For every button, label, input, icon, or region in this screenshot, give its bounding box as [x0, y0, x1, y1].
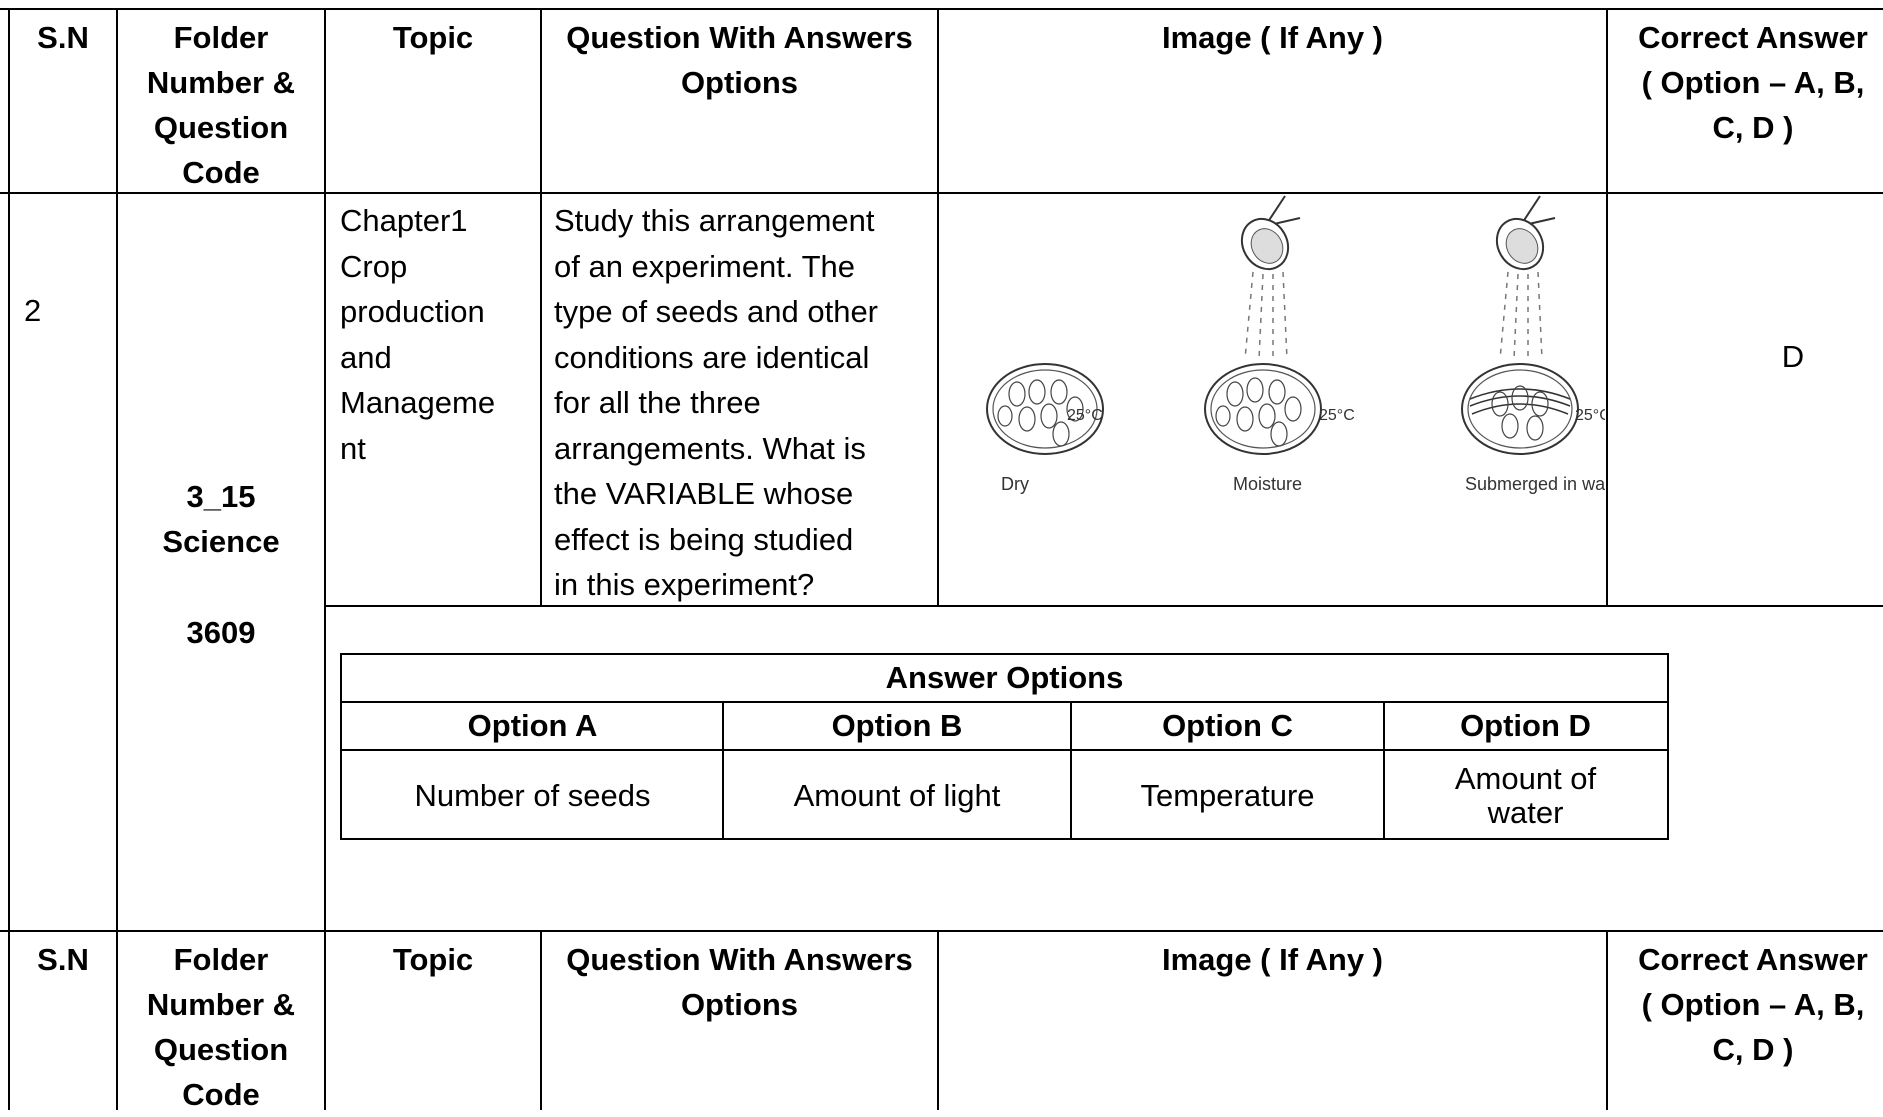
answer-options-table: Answer Options Option A Option B Option … — [340, 653, 1669, 840]
dry-label: Dry — [1001, 474, 1029, 494]
shower-head-icon — [1240, 195, 1301, 271]
question-line: effect is being studied — [554, 521, 854, 557]
header-folder-line: Folder — [173, 20, 269, 55]
option-c-value: Temperature — [1140, 777, 1315, 813]
question-line: Study this arrangement — [554, 203, 875, 238]
header-question: Question With Answers Options — [542, 15, 937, 105]
moisture-dish — [1204, 363, 1322, 455]
answer-options-value-row: Number of seeds Amount of light Temperat… — [342, 751, 1667, 840]
topic-line: production — [340, 294, 485, 329]
folder-subject: Science — [162, 524, 280, 559]
question-line: arrangements. What is — [554, 430, 866, 466]
water-spray — [1499, 271, 1543, 360]
table-top-border — [0, 8, 1883, 10]
topic-line: and — [340, 339, 392, 375]
header-image: Image ( If Any ) — [1161, 20, 1384, 55]
header-folder-line: Number & — [146, 65, 296, 100]
header-folder: Folder Number & Question Code — [118, 937, 324, 1117]
header-topic: Topic — [392, 20, 474, 55]
header-correct-line: ( Option – A, B, — [1641, 65, 1865, 100]
header-sn: S.N — [37, 942, 89, 977]
question-line: of an experiment. The — [554, 248, 855, 284]
header-folder-line: Code — [182, 155, 260, 190]
question-line: the VARIABLE whose — [554, 476, 854, 511]
answer-options-title-row: Answer Options — [342, 655, 1667, 701]
col-divider-folder — [324, 8, 326, 1110]
submerged-dish — [1461, 363, 1579, 455]
col-divider-image-top — [1606, 8, 1608, 607]
moisture-label: Moisture — [1233, 474, 1302, 494]
question-row-bottom-border — [325, 605, 1883, 607]
header-bottom-border — [0, 192, 1883, 194]
header-folder-line: Folder — [173, 942, 269, 977]
option-d-header: Option D — [1460, 708, 1591, 743]
option-a-value: Number of seeds — [414, 777, 651, 813]
header-topic: Topic — [392, 942, 474, 977]
header-question: Question With Answers Options — [542, 937, 937, 1027]
topic-line: Crop — [340, 248, 408, 284]
col-divider-question-bottom — [937, 930, 939, 1110]
header-correct-line: Correct Answer — [1638, 942, 1868, 977]
row-sn: 2 — [24, 293, 42, 328]
header-correct-answer: Correct Answer ( Option – A, B, C, D ) — [1608, 15, 1883, 150]
answer-header-divider — [342, 749, 1667, 751]
col-divider-topic-top — [540, 8, 542, 607]
header-question-line: Options — [680, 987, 799, 1022]
question-line: conditions are identical — [554, 339, 870, 375]
answer-col-divider — [1070, 703, 1072, 840]
option-a-header: Option A — [467, 708, 598, 743]
answer-options-title: Answer Options — [885, 660, 1124, 695]
header-correct-line: ( Option – A, B, — [1641, 987, 1865, 1022]
option-b-value: Amount of light — [793, 777, 1001, 813]
topic-line: Chapter1 — [340, 203, 468, 238]
folder-number: 3_15 — [186, 479, 256, 514]
header-folder: Folder Number & Question Code — [118, 15, 324, 195]
header-sn: S.N — [37, 20, 89, 55]
header-question-line: Question With Answers — [566, 942, 913, 977]
col-divider-topic-bottom — [540, 930, 542, 1110]
question-code: 3609 — [186, 615, 256, 650]
water-spray — [1244, 271, 1288, 360]
answer-col-divider — [722, 703, 724, 840]
submerged-temp-label: 25°C — [1575, 407, 1605, 424]
correct-answer: D — [1781, 339, 1805, 374]
header-folder-line: Code — [182, 1077, 260, 1112]
answer-options-header-row: Option A Option B Option C Option D — [342, 703, 1667, 749]
option-d-value: Amount of water — [1454, 760, 1597, 830]
topic-text: Chapter1 Crop production and Manageme nt — [340, 198, 540, 471]
table-left-border — [8, 8, 10, 1110]
option-c-header: Option C — [1162, 708, 1293, 743]
question-line: for all the three — [554, 385, 761, 420]
header-correct-answer: Correct Answer ( Option – A, B, C, D ) — [1608, 937, 1883, 1072]
question-line: type of seeds and other — [554, 294, 879, 329]
col-divider-image-bottom — [1606, 930, 1608, 1110]
dry-dish — [986, 363, 1104, 455]
header-question-line: Question With Answers — [566, 20, 913, 55]
header-folder-line: Question — [153, 110, 289, 145]
topic-line: Manageme — [340, 385, 496, 420]
answer-title-divider — [342, 701, 1667, 703]
shower-head-icon — [1495, 195, 1556, 271]
header-folder-line: Number & — [146, 987, 296, 1022]
option-b-header: Option B — [831, 708, 963, 743]
topic-line: nt — [340, 430, 366, 466]
col-divider-sn — [116, 8, 118, 1110]
header-correct-line: C, D ) — [1712, 110, 1794, 145]
question-line: in this experiment? — [554, 567, 815, 602]
header-image: Image ( If Any ) — [1161, 942, 1384, 977]
header-correct-line: Correct Answer — [1638, 20, 1868, 55]
dry-temp-label: 25°C — [1067, 407, 1103, 424]
submerged-label: Submerged in water — [1465, 474, 1605, 494]
second-header-top-border — [0, 930, 1883, 932]
header-folder-line: Question — [153, 1032, 289, 1067]
moisture-temp-label: 25°C — [1319, 407, 1355, 424]
header-correct-line: C, D ) — [1712, 1032, 1794, 1067]
header-question-line: Options — [680, 65, 799, 100]
col-divider-question-top — [937, 8, 939, 607]
answer-col-divider — [1383, 703, 1385, 840]
question-text: Study this arrangement of an experiment.… — [554, 198, 934, 608]
experiment-illustration: 25°C Dry 25°C Moisture — [986, 195, 1605, 494]
